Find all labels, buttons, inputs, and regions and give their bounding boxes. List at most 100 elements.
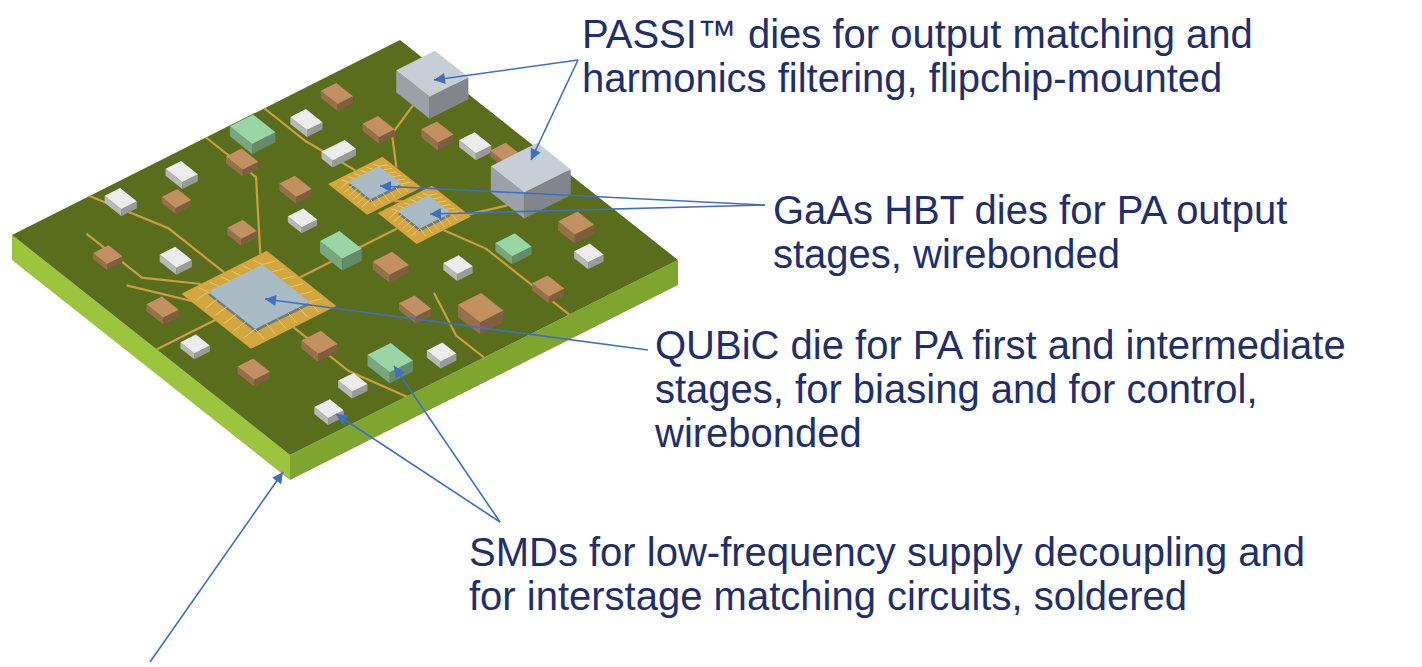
component: [93, 245, 122, 270]
bond-wire: [232, 271, 241, 275]
semiconductor-die: [398, 195, 451, 228]
bond-wire: [384, 168, 393, 169]
component-top: [93, 245, 122, 264]
copper-trace: [392, 105, 413, 167]
bond-wire: [253, 260, 262, 264]
callout-label: QUBiC die for PA first and intermediate …: [655, 323, 1400, 455]
leader-line: [430, 205, 765, 214]
bond-wire: [221, 277, 230, 281]
component: [373, 252, 409, 283]
component: [321, 83, 353, 111]
bond-wire: [379, 165, 388, 166]
bond-wire: [370, 199, 376, 207]
bond-wire: [272, 269, 284, 272]
component-top: [105, 188, 137, 209]
bond-wire: [411, 228, 420, 235]
leader-line: [336, 414, 500, 522]
component-top: [166, 161, 198, 182]
bond-wire: [342, 180, 348, 182]
bond-wire: [389, 211, 398, 218]
bond-wire: [394, 214, 403, 221]
bond-wire: [377, 196, 383, 204]
component: [290, 109, 322, 137]
bond-wire: [255, 329, 264, 339]
leader-line: [531, 60, 578, 160]
component: [491, 143, 571, 219]
bond-wire: [398, 206, 404, 208]
bond-wire: [442, 205, 451, 206]
component: [314, 399, 343, 425]
component-top: [558, 212, 594, 235]
component: [363, 116, 395, 144]
bond-wire: [404, 203, 410, 205]
bond-wire: [362, 199, 371, 206]
component: [396, 51, 468, 119]
component-top: [458, 293, 504, 322]
component: [288, 209, 317, 234]
component: [574, 243, 603, 269]
component: [227, 220, 256, 246]
component-top: [279, 176, 311, 197]
bond-wire: [349, 189, 358, 196]
bond-wire: [199, 288, 208, 292]
bond-wire: [340, 182, 349, 189]
bond-wire: [393, 175, 402, 176]
module-board: [12, 40, 678, 480]
bond-wire: [196, 292, 208, 301]
bond-wire: [310, 302, 319, 312]
bond-wire: [445, 216, 451, 224]
component-top: [443, 255, 472, 274]
bond-wire: [438, 201, 447, 202]
component: [166, 161, 198, 189]
bond-wire: [410, 200, 416, 202]
component: [338, 373, 367, 399]
component-top: [230, 115, 276, 144]
component: [105, 188, 137, 216]
component: [421, 121, 453, 150]
bond-wire: [402, 221, 411, 228]
bond-wire: [433, 197, 442, 198]
component-top: [226, 149, 258, 170]
bond-wire: [310, 299, 322, 302]
component: [495, 233, 531, 264]
bond-wire: [395, 187, 401, 195]
component: [279, 176, 311, 204]
component-top: [288, 209, 317, 228]
copper-trace: [90, 196, 224, 272]
component: [427, 343, 457, 369]
bond-wire: [205, 299, 217, 308]
component: [443, 255, 472, 281]
component: [160, 247, 192, 275]
bond-wire: [388, 172, 397, 173]
bond-wire: [348, 177, 354, 179]
bond-wire: [373, 164, 379, 166]
component-top: [574, 243, 603, 262]
component-top: [459, 132, 491, 153]
component-top: [421, 121, 453, 142]
bond-pad-ring: [378, 186, 471, 244]
bond-wire: [423, 193, 429, 195]
component-top: [147, 297, 179, 318]
component-top: [368, 343, 414, 372]
bond-wire: [210, 282, 219, 286]
callout-label: GaAs HBT dies for PA output stages, wire…: [773, 188, 1363, 276]
board-top: [12, 40, 678, 455]
bond-wire: [426, 225, 432, 233]
component: [322, 140, 356, 168]
component: [301, 331, 337, 362]
leader-line: [380, 186, 765, 205]
semiconductor-die: [348, 166, 401, 199]
component-top: [532, 275, 564, 296]
bond-wire: [392, 209, 398, 211]
leader-line: [394, 366, 500, 522]
callout-label: SMDs for low-frequency supply decoupling…: [469, 530, 1339, 618]
bond-wire: [291, 284, 303, 287]
bond-wire: [354, 174, 360, 176]
bond-wire: [439, 219, 445, 227]
bond-wire: [432, 222, 438, 230]
component-top: [396, 51, 468, 97]
component-top: [301, 331, 337, 354]
bond-wire: [262, 261, 274, 264]
component: [532, 275, 564, 303]
component-top: [373, 252, 409, 275]
